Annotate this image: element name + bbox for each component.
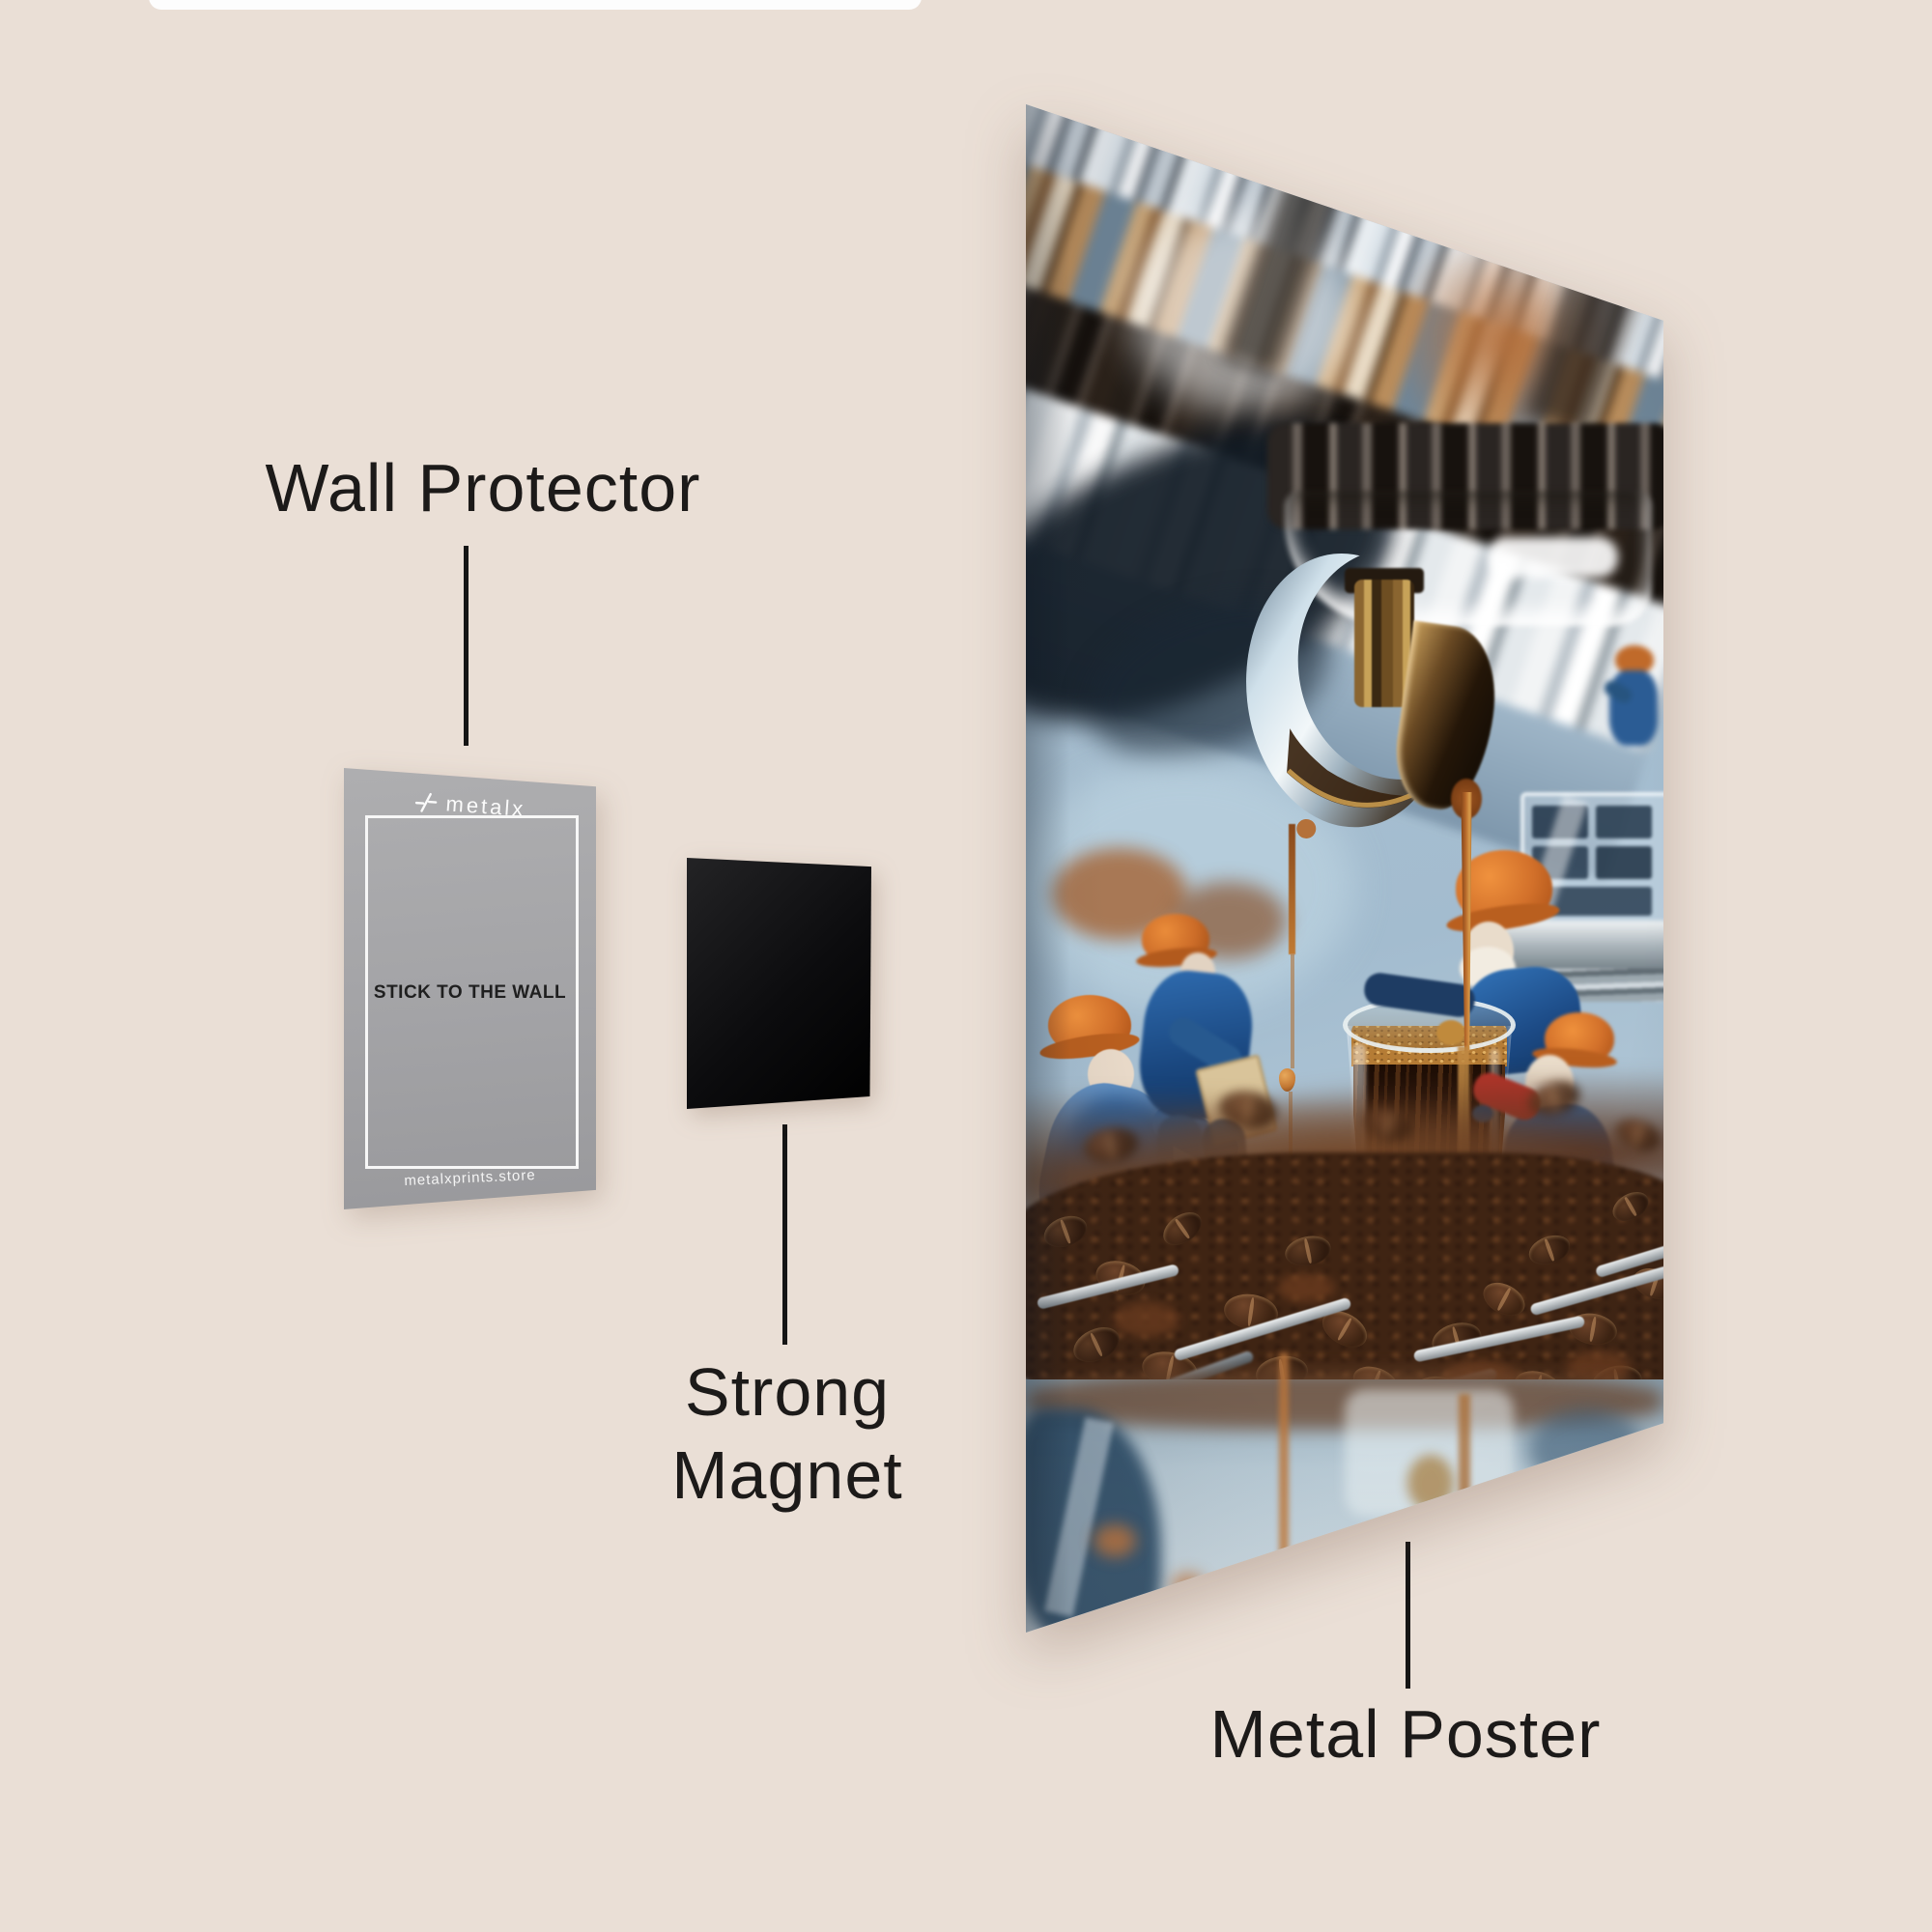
card-message: STICK TO THE WALL xyxy=(373,982,567,1003)
top-rounded-bar xyxy=(149,0,922,10)
brand-logo: metalx xyxy=(344,784,596,827)
coffee-drip-line xyxy=(1289,824,1295,954)
reflection-worker-right xyxy=(1620,1447,1663,1568)
poster-vignette xyxy=(1026,104,1663,1633)
metal-poster xyxy=(1026,104,1663,1633)
wall-protector-card: metalx STICK TO THE WALL metalxprints.st… xyxy=(344,768,596,1209)
strong-magnet-label-line1: Strong xyxy=(684,1354,891,1430)
metal-poster-pointer-line xyxy=(1406,1542,1410,1689)
coffee-stream xyxy=(1461,792,1472,1051)
worker-figure xyxy=(1444,850,1587,1078)
strong-magnet-pointer-line xyxy=(782,1124,787,1345)
worker-figure xyxy=(1602,645,1663,771)
card-inner-border xyxy=(365,815,579,1169)
strong-magnet-label-line2: Magnet xyxy=(671,1437,903,1513)
reflection-orange-dot xyxy=(1094,1524,1136,1557)
coffee-drip-line xyxy=(1291,954,1294,1068)
magnet-square xyxy=(687,858,871,1109)
coffee-powder xyxy=(1277,1273,1335,1302)
crema-dribble xyxy=(1436,1020,1465,1045)
poster-image xyxy=(1026,104,1663,1633)
wall-protector-label: Wall Protector xyxy=(265,450,701,526)
strong-magnet xyxy=(687,858,871,1109)
poster-left-shade xyxy=(1026,104,1070,1633)
reflection-drip-rod xyxy=(1279,1352,1289,1611)
reflection-orange-dot xyxy=(1604,1484,1642,1513)
coffee-powder xyxy=(1113,1302,1180,1337)
chrome-step-highlight xyxy=(1488,537,1618,578)
metalx-logo-icon xyxy=(414,792,437,812)
metal-poster-label: Metal Poster xyxy=(1209,1696,1602,1772)
strong-magnet-label: Strong Magnet xyxy=(497,1350,1077,1517)
group-head-dark xyxy=(1267,423,1663,529)
wall-protector-pointer-line xyxy=(464,546,469,746)
helmet xyxy=(1615,645,1654,674)
